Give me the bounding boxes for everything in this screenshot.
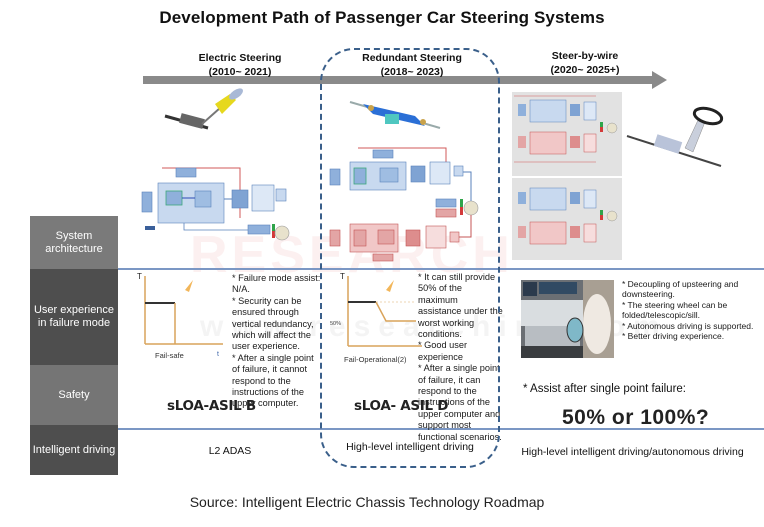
- category-label: Safety: [58, 388, 90, 401]
- redundant-steering-highlight-box: [320, 48, 500, 468]
- note-line: * Good user experience: [418, 340, 468, 362]
- redundant-steering-architecture-diagram: [329, 147, 479, 262]
- graph-level-label: 50%: [330, 321, 341, 327]
- redundant-steering-rack-illustration: [349, 101, 441, 129]
- failure-lightning-icon: [185, 280, 193, 292]
- category-label: System architecture: [45, 229, 103, 255]
- note-line: * After a single point of failure, it ca…: [232, 352, 314, 409]
- note-line: * It can still provide 50% of the maximu…: [418, 272, 503, 340]
- note-line: * Security can be ensured through vertic…: [232, 295, 314, 352]
- steer-by-wire-architecture-diagram: [512, 92, 622, 260]
- note-line: * The steering wheel can be folded/teles…: [622, 299, 728, 321]
- graph-caption: Fail-safe: [155, 351, 184, 360]
- row-divider: [118, 428, 764, 430]
- steer-by-wire-cockpit-photo: [521, 280, 614, 358]
- category-safety: Safety: [30, 365, 118, 425]
- note-line: * Autonomous driving is supported.: [622, 320, 754, 331]
- category-label: User experience in failure mode: [33, 304, 115, 329]
- steer-by-wire-assist-value: 50% or 100%?: [562, 406, 710, 429]
- stage-period: (2020~ 2025+): [550, 64, 620, 76]
- electric-steering-intelligent-driving: L2 ADAS: [208, 445, 252, 457]
- note-line: * Decoupling of upsteering and downsteer…: [622, 279, 739, 300]
- category-label: Intelligent driving: [32, 443, 116, 456]
- note-line: * Failure mode assist: N/A.: [232, 273, 321, 295]
- page-title: Development Path of Passenger Car Steeri…: [159, 8, 605, 27]
- category-intelligent-driving: Intelligent driving: [30, 425, 118, 475]
- electric-steering-safety-level: sLOA-ASIL B: [167, 398, 256, 414]
- graph-caption: Fail-Operational(2): [344, 355, 407, 364]
- timeline-arrow: [143, 76, 655, 84]
- note-line: * After a single point of failure, it ca…: [418, 363, 502, 442]
- stage-redundant-steering: Redundant Steering (2018~ 2023): [347, 51, 477, 79]
- stage-name: Steer-by-wire: [551, 50, 619, 62]
- stage-name: Redundant Steering: [362, 52, 462, 64]
- stage-period: (2010~ 2021): [208, 66, 272, 78]
- failure-lightning-icon: [386, 280, 394, 292]
- row-divider: [118, 268, 764, 270]
- fail-safe-graph: T t Fail-safe: [137, 272, 223, 360]
- electric-steering-failure-notes: * Failure mode assist: N/A. * Security c…: [232, 273, 322, 410]
- category-user-experience: User experience in failure mode: [30, 269, 118, 365]
- stage-name: Electric Steering: [198, 52, 282, 64]
- electric-steering-column-illustration: [164, 88, 243, 130]
- stage-steer-by-wire: Steer-by-wire (2020~ 2025+): [530, 49, 640, 77]
- graph-axis-y-label: T: [340, 272, 345, 281]
- stage-period: (2018~ 2023): [380, 66, 444, 78]
- redundant-steering-failure-notes: * It can still provide 50% of the maximu…: [418, 272, 503, 443]
- graph-x-axis-label: t: [217, 351, 219, 358]
- steer-by-wire-intelligent-driving: High-level intelligent driving/autonomou…: [521, 446, 744, 458]
- steer-by-wire-notes: * Decoupling of upsteering and downsteer…: [622, 279, 762, 341]
- sbw-steering-actuator-block: [514, 95, 618, 163]
- sbw-road-wheel-actuator-block: [518, 187, 618, 245]
- redundant-steering-intelligent-driving: High-level intelligent driving: [346, 441, 474, 453]
- timeline-arrow-head: [652, 71, 667, 89]
- fail-operational-graph: T 50% Fail-Operational(2): [330, 272, 422, 364]
- steer-by-wire-assist-label: * Assist after single point failure:: [523, 383, 686, 395]
- steer-by-wire-steering-wheel-illustration: [626, 106, 724, 167]
- graph-degraded-level: [375, 301, 416, 322]
- stage-electric-steering: Electric Steering (2010~ 2021): [180, 51, 300, 79]
- source-caption: Source: Intelligent Electric Chassis Tec…: [189, 494, 545, 510]
- redundant-steering-safety-level: sLOA- ASIL D: [354, 398, 449, 414]
- note-line: * Better driving experience.: [622, 331, 725, 342]
- electric-steering-architecture-diagram: [141, 167, 290, 241]
- graph-axis-y-label: T: [137, 272, 142, 281]
- category-system-architecture: System architecture: [30, 216, 118, 269]
